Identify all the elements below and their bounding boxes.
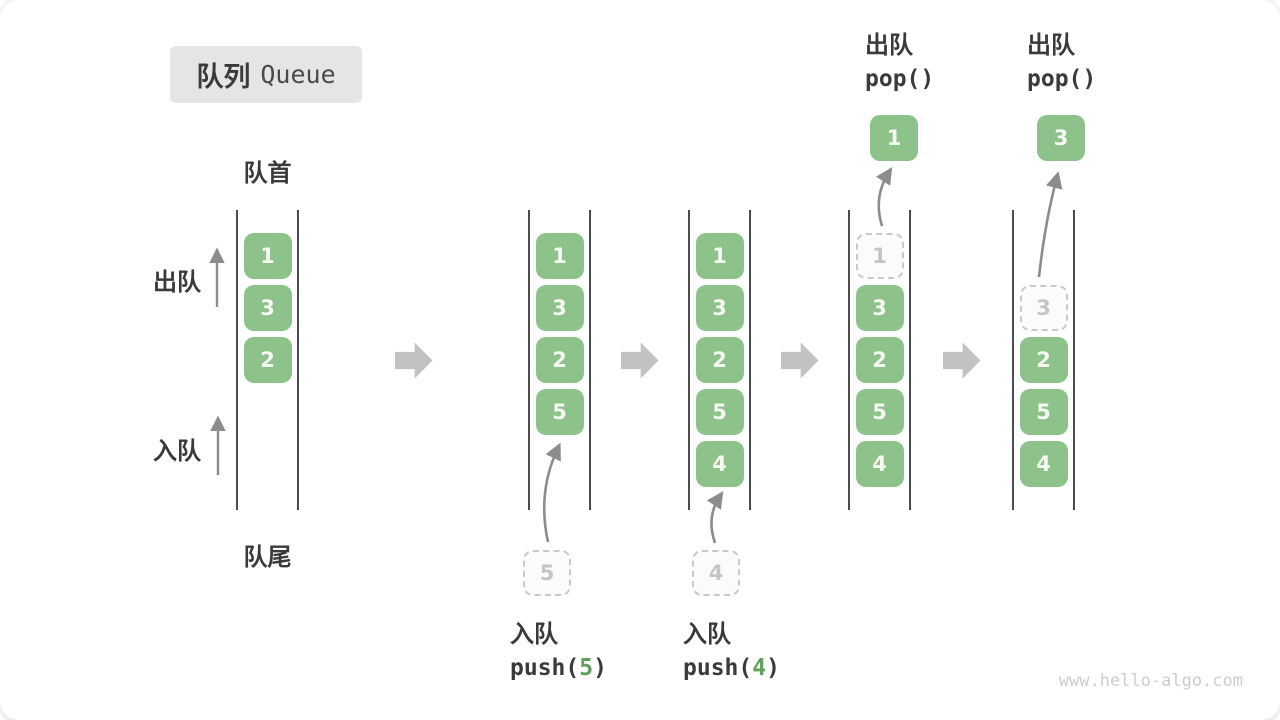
- queue-cell-dashed: 3: [1019, 285, 1068, 331]
- incoming-element: 4: [692, 550, 740, 596]
- pop1-arrow: [875, 167, 893, 227]
- queue-cell: 1: [695, 233, 744, 279]
- queue-cell: 4: [695, 441, 744, 487]
- watermark: www.hello-algo.com: [1058, 671, 1243, 691]
- push5-action-text: 入队: [510, 620, 558, 648]
- queue-cell: 4: [1019, 441, 1068, 487]
- push4-action-text: 入队: [683, 620, 731, 648]
- state-transition-arrow: [942, 342, 981, 379]
- push4-arg: 4: [752, 655, 767, 681]
- incoming-element: 5: [523, 550, 571, 596]
- queue-rail-left: [528, 210, 530, 510]
- queue-cell: 2: [243, 337, 292, 383]
- pop1-action-text: 出队: [865, 31, 913, 59]
- queue-cell: 5: [1019, 389, 1068, 435]
- push-operation-label-5: 入队 push(5): [510, 617, 607, 685]
- pop1-code-text: pop(): [865, 66, 935, 92]
- queue-rail-right: [1073, 210, 1075, 510]
- push4-code-text: push(4): [683, 655, 780, 681]
- queue-rail-right: [749, 210, 751, 510]
- queue-cell: 3: [243, 285, 292, 331]
- queue-rail-left: [1012, 210, 1014, 510]
- enqueue-side-label: 入队: [153, 437, 201, 465]
- state-transition-arrow: [394, 342, 433, 379]
- title-en: Queue: [260, 60, 336, 89]
- queue-rear-label: 队尾: [243, 543, 292, 571]
- title-chip: 队列 Queue: [170, 46, 362, 103]
- pop-operation-label-2: 出队 pop(): [1027, 28, 1096, 96]
- queue-cell-dashed: 1: [855, 233, 904, 279]
- queue-rail-left: [848, 210, 850, 510]
- queue-cell: 5: [535, 389, 584, 435]
- push5-arg: 5: [579, 655, 594, 681]
- queue-cell: 5: [695, 389, 744, 435]
- queue-cell: 2: [695, 337, 744, 383]
- queue-cell: 2: [855, 337, 904, 383]
- queue-cell: 2: [1019, 337, 1068, 383]
- popped-element: 1: [870, 115, 918, 161]
- queue-cell: 1: [535, 233, 584, 279]
- state-transition-arrow: [780, 342, 819, 379]
- title-zh: 队列: [196, 62, 251, 93]
- state-transition-arrow: [620, 342, 659, 379]
- queue-rail-right: [589, 210, 591, 510]
- pop2-code-text: pop(): [1027, 66, 1097, 92]
- push5-code-text: push(5): [510, 655, 607, 681]
- queue-cell: 5: [855, 389, 904, 435]
- queue-front-label: 队首: [243, 159, 292, 187]
- queue-cell: 3: [695, 285, 744, 331]
- pop2-arrow: [1037, 171, 1063, 278]
- dequeue-side-label: 出队: [153, 268, 201, 296]
- pop-operation-label-1: 出队 pop(): [865, 28, 934, 96]
- push4-arrow: [706, 491, 724, 544]
- push5-arrow: [542, 442, 561, 543]
- pop2-action-text: 出队: [1027, 31, 1075, 59]
- queue-cell: 2: [535, 337, 584, 383]
- queue-rail-right: [297, 210, 299, 510]
- queue-rail-left: [236, 210, 238, 510]
- queue-cell: 4: [855, 441, 904, 487]
- queue-rail-right: [909, 210, 911, 510]
- queue-rail-left: [688, 210, 690, 510]
- popped-element: 3: [1037, 115, 1085, 161]
- queue-cell: 3: [855, 285, 904, 331]
- push-operation-label-4: 入队 push(4): [683, 617, 780, 685]
- queue-cell: 3: [535, 285, 584, 331]
- queue-cell: 1: [243, 233, 292, 279]
